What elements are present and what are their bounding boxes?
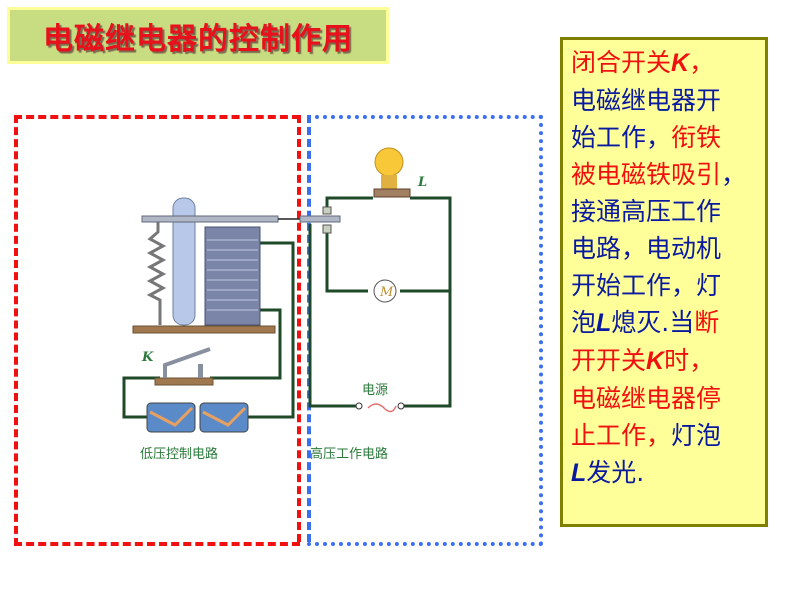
explanation-text: 止工作，: [571, 421, 672, 450]
relay-base: [132, 325, 276, 334]
high-voltage-label: 高压工作电路: [310, 446, 388, 462]
lamp-socket: [373, 188, 411, 198]
explanation-text: 开开关: [571, 346, 647, 375]
explanation-line: 闭合开关K，: [571, 44, 765, 82]
contact-upper: [322, 206, 332, 215]
explanation-text: 开始工作，灯: [571, 271, 722, 300]
explanation-text: 泡: [571, 308, 597, 337]
armature-post: [172, 197, 196, 326]
lamp-neck: [381, 175, 397, 189]
ac-source-icon: [367, 403, 397, 413]
contact-lower: [322, 224, 332, 234]
coil-windings: [207, 239, 258, 311]
explanation-line: 始工作，衔铁: [571, 119, 765, 156]
motor-icon: [373, 279, 397, 303]
explanation-text: 电磁继电器开: [571, 86, 722, 115]
armature-lever: [141, 215, 279, 223]
battery-icon: [199, 402, 249, 433]
battery-decoration: [149, 406, 247, 427]
explanation-line: 泡L熄灭.当断: [571, 304, 765, 342]
explanation-text: ，: [721, 160, 747, 189]
explanation-text: ，: [689, 48, 715, 77]
explanation-line: 被电磁铁吸引，: [571, 156, 765, 193]
explanation-text: K: [646, 347, 665, 375]
wires: [122, 196, 452, 419]
explanation-line: 电磁继电器停: [571, 380, 765, 417]
explanation-line: 接通高压工作: [571, 193, 765, 230]
low-voltage-region-border-right: [297, 115, 301, 542]
explanation-line: 电路，电动机: [571, 230, 765, 267]
power-terminal: [355, 402, 363, 410]
explanation-text: 电磁继电器停: [571, 384, 722, 413]
explanation-line: 电磁继电器开: [571, 82, 765, 119]
explanation-text: L: [571, 459, 587, 487]
slide-title: 电磁继电器的控制作用: [43, 21, 353, 57]
power-label: 电源: [362, 383, 388, 398]
explanation-text: 被电磁铁吸引: [571, 160, 722, 189]
motor-label: M: [379, 285, 394, 300]
explanation-line: 开开关K时，: [571, 342, 765, 380]
explanation-box: 闭合开关K，电磁继电器开始工作，衔铁被电磁铁吸引，接通高压工作电路，电动机开始工…: [560, 37, 768, 527]
low-voltage-label: 低压控制电路: [140, 446, 218, 462]
explanation-text: 时，: [664, 346, 715, 375]
contact-arm: [299, 215, 341, 223]
switch-base: [154, 377, 214, 386]
switch-k-lever[interactable]: [163, 347, 211, 378]
explanation-line: 开始工作，灯: [571, 267, 765, 304]
explanation-text: 衔铁: [671, 123, 722, 152]
explanation-text: K: [671, 49, 690, 77]
electromagnet-coil: [204, 226, 261, 326]
power-terminal: [397, 402, 405, 410]
switch-label: K: [141, 350, 154, 365]
high-voltage-region-border: [307, 115, 543, 546]
explanation-text: 电路，电动机: [571, 234, 722, 263]
explanation-text: 闭合开关: [571, 48, 672, 77]
battery-icon: [146, 402, 196, 433]
explanation-text: 灯泡: [671, 421, 722, 450]
explanation-line: L发光.: [571, 454, 765, 492]
explanation-text: 熄灭.当: [611, 308, 695, 337]
explanation-line: 止工作，灯泡: [571, 417, 765, 454]
lamp-bulb-icon: [374, 147, 404, 177]
title-banner: 电磁继电器的控制作用: [7, 7, 389, 64]
low-voltage-region-border: [14, 115, 300, 546]
explanation-text: 接通高压工作: [571, 197, 722, 226]
switch-contact: [198, 364, 203, 378]
lamp-label: L: [417, 175, 427, 190]
explanation-text: L: [596, 309, 612, 337]
spring-icon: [146, 222, 167, 325]
explanation-text: 始工作，: [571, 123, 672, 152]
explanation-text: 断: [694, 308, 720, 337]
explanation-text: 发光.: [586, 458, 645, 487]
